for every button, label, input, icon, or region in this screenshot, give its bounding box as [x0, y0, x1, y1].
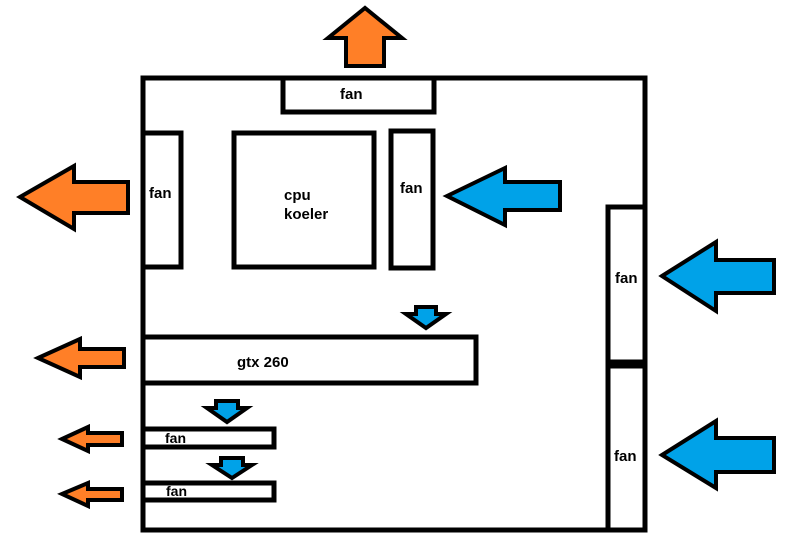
front-upper-intake-arrow-left-icon — [658, 238, 776, 315]
cpu-intake-arrow-left-icon — [442, 164, 562, 229]
fan-slot-upper: fan — [140, 426, 277, 450]
cpu-cooler-box — [231, 130, 377, 270]
fan-slot-lower-label: fan — [166, 483, 187, 499]
gpu-card: gtx 260 — [140, 334, 479, 386]
fan-slot-upper-box — [140, 426, 277, 450]
slot-lower-intake-arrow-down-icon — [205, 456, 259, 481]
slot-upper-exhaust-arrow-left-icon — [57, 423, 124, 455]
fan-front-lower-label: fan — [614, 448, 637, 465]
fan-top: fan — [280, 75, 437, 115]
slot-lower-exhaust-arrow-left-icon — [57, 479, 124, 510]
cpu-cooler-label-line1: cpu — [284, 187, 311, 204]
fan-front-upper: fan — [605, 204, 648, 365]
front-lower-intake-arrow-left-icon — [658, 417, 776, 492]
fan-cpu-box — [388, 128, 436, 271]
cpu-cooler: cpu koeler — [231, 130, 377, 270]
fan-slot-lower-box — [140, 480, 277, 503]
fan-top-label: fan — [340, 86, 363, 103]
fan-left: fan — [140, 130, 184, 270]
fan-front-upper-label: fan — [615, 270, 638, 287]
fan-cpu-label: fan — [400, 180, 423, 197]
gpu-card-box — [140, 334, 479, 386]
fan-front-lower: fan — [605, 363, 648, 533]
fan-top-box — [280, 75, 437, 115]
exhaust-arrow-left-icon — [16, 162, 130, 233]
cpu-cooler-label-line2: koeler — [284, 206, 328, 223]
gpu-card-label: gtx 260 — [237, 354, 289, 371]
fan-cpu: fan — [388, 128, 436, 271]
fan-left-label: fan — [149, 185, 172, 202]
exhaust-arrow-up-icon — [322, 5, 408, 68]
fan-slot-lower: fan — [140, 480, 277, 503]
fan-front-lower-box — [605, 363, 648, 533]
gpu-exhaust-arrow-left-icon — [33, 335, 126, 381]
fan-slot-upper-label: fan — [165, 430, 186, 446]
fan-left-box — [140, 130, 184, 270]
gpu-intake-arrow-down-icon — [399, 305, 453, 331]
slot-upper-intake-arrow-down-icon — [200, 399, 254, 425]
fan-front-upper-box — [605, 204, 648, 365]
